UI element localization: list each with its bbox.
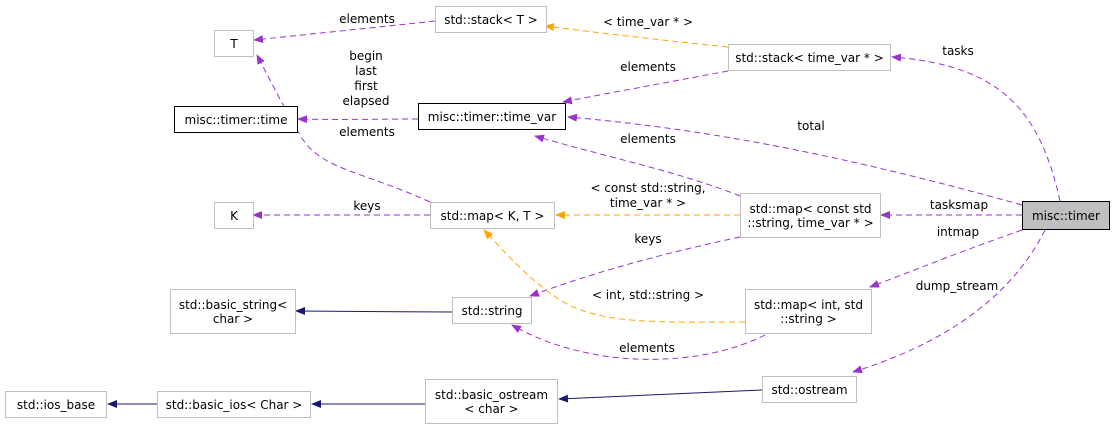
node-basic-ios[interactable]: std::basic_ios< Char >	[157, 391, 311, 418]
node-ostream[interactable]: std::ostream	[762, 376, 857, 403]
node-K[interactable]: K	[214, 202, 254, 229]
label-intmap: intmap	[936, 225, 980, 239]
edge-timer-dumpstream-ostream	[852, 229, 1046, 374]
label-elements-stacktv-timevar: elements	[620, 60, 676, 74]
edge-mapintstr-elements-string	[511, 324, 766, 360]
label-dump-stream: dump_stream	[915, 279, 999, 293]
edge-mapstr-keys-string	[529, 236, 741, 297]
edge-mapintstr-template-mapKT	[483, 229, 746, 323]
node-misc-timer-time-var[interactable]: misc::timer::time_var	[418, 103, 566, 130]
edge-timer-tasks-stacktv	[891, 53, 1061, 202]
label-keys-map-K: keys	[353, 199, 381, 213]
label-const-string-template: < const std::string, time_var * >	[590, 181, 706, 210]
node-misc-timer[interactable]: misc::timer	[1022, 201, 1110, 230]
node-stack-T[interactable]: std::stack< T >	[435, 6, 547, 33]
edge-stacktv-elements-timevar	[562, 70, 729, 105]
label-elements-intmap-string: elements	[619, 341, 675, 355]
label-keys-map-string: keys	[634, 232, 662, 246]
label-tasks: tasks	[942, 44, 974, 58]
label-total: total	[797, 119, 825, 133]
label-int-string-template: < int, std::string >	[591, 288, 705, 302]
label-time-members: begin last first elapsed	[342, 49, 390, 108]
edge-mapKT-elements-T	[256, 54, 431, 203]
edge-ostream-inherits-basicostream	[558, 389, 763, 403]
label-elements-map-timevar: elements	[620, 132, 676, 146]
node-basic-string[interactable]: std::basic_string< char >	[170, 289, 296, 334]
label-time-var-template: < time_var * >	[602, 15, 694, 29]
edge-mapstr-elements-timevar	[534, 134, 741, 197]
node-ios-base[interactable]: std::ios_base	[5, 391, 107, 418]
node-basic-ostream[interactable]: std::basic_ostream < char >	[425, 379, 558, 424]
node-misc-timer-time[interactable]: misc::timer::time	[174, 106, 298, 133]
node-map-K-T[interactable]: std::map< K, T >	[430, 202, 555, 229]
node-map-const-string-time-var[interactable]: std::map< const std ::string, time_var *…	[740, 193, 881, 238]
label-elements-map-T: elements	[339, 125, 395, 139]
edge-timer-intmap-mapintstr	[869, 229, 1023, 288]
edge-stacktv-template-stackT	[544, 23, 729, 48]
label-elements-stackT-T: elements	[339, 12, 395, 26]
edge-timer-total-timevar	[567, 113, 1023, 206]
edge-string-inherits-basicstring	[295, 307, 453, 316]
node-map-int-string[interactable]: std::map< int, std ::string >	[745, 289, 872, 334]
node-stack-time-var[interactable]: std::stack< time_var * >	[728, 44, 891, 71]
node-T[interactable]: T	[214, 30, 254, 57]
node-std-string[interactable]: std::string	[452, 297, 532, 324]
label-tasksmap: tasksmap	[929, 198, 989, 212]
edge-stackT-elements-T	[253, 20, 436, 44]
